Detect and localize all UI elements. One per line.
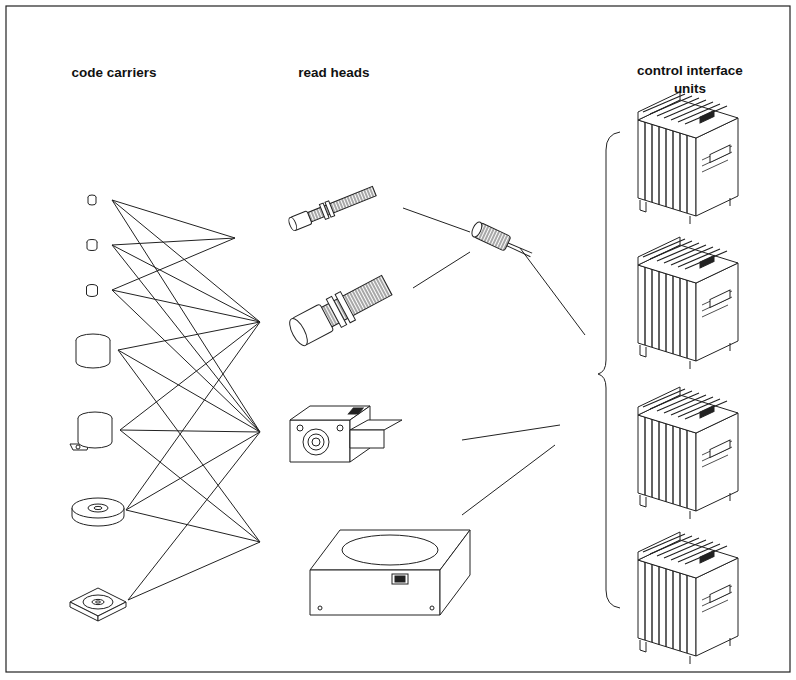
carrier-lines [112, 200, 260, 600]
frame [6, 6, 790, 672]
connector-plug [470, 221, 535, 263]
column-heading: code carriers [44, 64, 184, 82]
column-heading: read heads [274, 64, 394, 82]
control-interface-units [638, 92, 738, 664]
cabling [403, 132, 620, 608]
read-heads [286, 184, 470, 615]
code-carriers [70, 195, 126, 621]
column-heading: control interface units [620, 62, 760, 98]
